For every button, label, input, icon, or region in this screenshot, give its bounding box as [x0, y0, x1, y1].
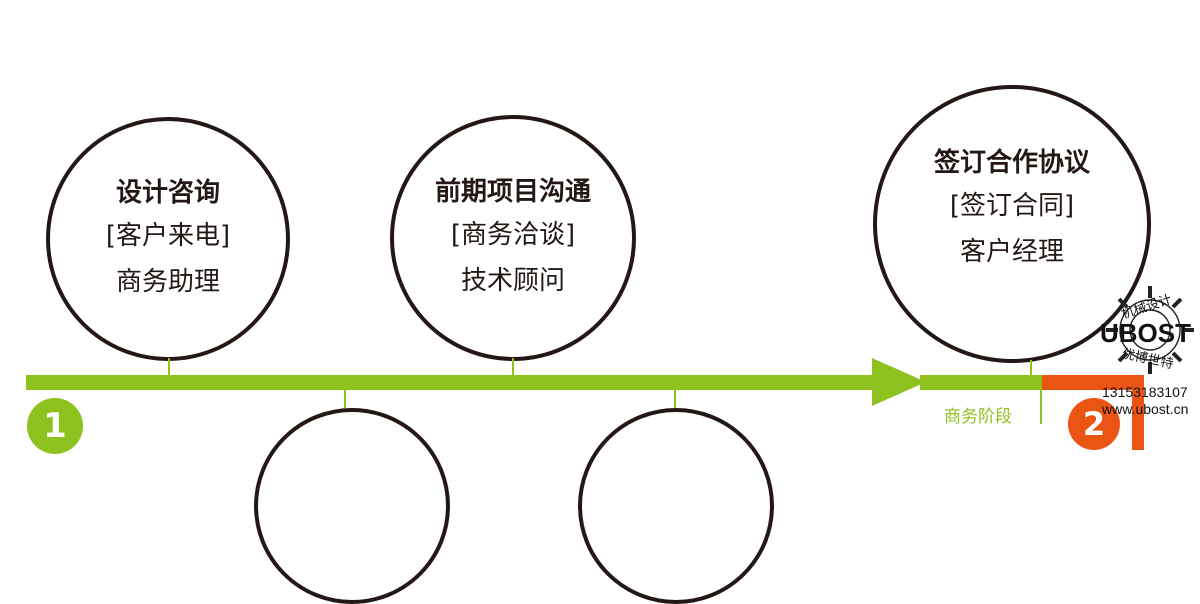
process-timeline: 设计咨询 [客户来电] 商务助理 前期项目沟通 [商务洽谈] 技术顾问 签订合作… [26, 85, 1194, 604]
watermark-phone: 13153183107 [1102, 384, 1188, 400]
step-role: 商务助理 [115, 266, 220, 297]
step-detail: [签订合同] [949, 191, 1075, 222]
connector-tick [674, 388, 676, 408]
step-detail: [商务洽谈] [450, 220, 576, 251]
watermark-url: www.ubost.cn [1102, 401, 1189, 417]
step-title: 设计咨询 [115, 177, 220, 208]
step-title: 前期项目沟通 [434, 176, 591, 207]
gear-icon [1106, 286, 1194, 374]
phase-number: 2 [1082, 405, 1106, 443]
step-number: 1 [43, 406, 67, 446]
connector-tick [512, 358, 514, 378]
step-title: 签订合作协议 [933, 147, 1090, 178]
step-role: 客户经理 [959, 236, 1064, 267]
timeline-bar-end [920, 375, 1042, 390]
step-circle-lower-2 [578, 408, 774, 604]
phase-label: 商务阶段 [944, 407, 1012, 427]
timeline-bar [26, 375, 896, 390]
timeline-arrow-icon [872, 358, 926, 406]
next-phase-bar [1042, 375, 1144, 390]
step-role: 技术顾问 [460, 265, 565, 296]
step-detail: [客户来电] [105, 221, 231, 252]
step-circle-contract: 签订合作协议 [签订合同] 客户经理 [873, 85, 1151, 363]
step-circle-lower-1 [254, 408, 450, 604]
step-circle-consult: 设计咨询 [客户来电] 商务助理 [46, 117, 290, 361]
step-number-badge: 1 [27, 398, 83, 454]
watermark-brand: UBOST [1100, 318, 1191, 348]
next-phase-bar-vertical [1132, 375, 1144, 450]
step-circle-communication: 前期项目沟通 [商务洽谈] 技术顾问 [390, 115, 636, 361]
phase-number-badge: 2 [1068, 398, 1120, 450]
connector-tick [168, 358, 170, 378]
connector-tick [1030, 360, 1032, 378]
phase-divider [1040, 388, 1042, 424]
connector-tick [344, 388, 346, 408]
